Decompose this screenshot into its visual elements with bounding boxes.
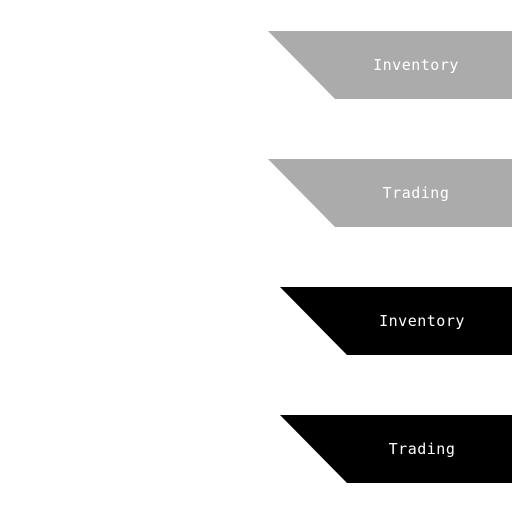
tab-inventory-active[interactable]: Inventory [280, 287, 512, 355]
tab-label: Trading [382, 184, 450, 202]
tab-label: Trading [388, 440, 456, 458]
tab-trading-active[interactable]: Trading [280, 415, 512, 483]
tab-inventory-inactive[interactable]: Inventory [268, 31, 512, 99]
tab-trading-inactive[interactable]: Trading [268, 159, 512, 227]
tab-label: Inventory [373, 56, 459, 74]
tab-label: Inventory [379, 312, 465, 330]
